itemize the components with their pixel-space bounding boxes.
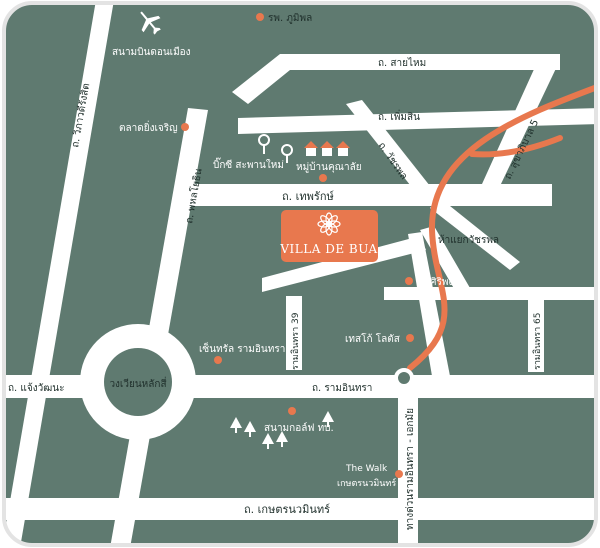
marker-village[interactable] [319, 174, 327, 182]
marker-ying-charoen-market[interactable] [181, 123, 189, 131]
label-bhumibol-hospital: รพ. ภูมิพล [268, 13, 312, 24]
road-junction-ne [430, 198, 520, 270]
label-village: หมู่บ้านคุณาลัย [296, 161, 362, 173]
label-golf-course: สนามกอล์ฟ ทบ. [264, 422, 334, 434]
label-central-ramintra: เซ็นทรัล รามอินทรา [199, 341, 285, 355]
road-junction-sw [408, 232, 450, 376]
road-ramintra39 [286, 296, 302, 370]
label-ramintra: ถ. รามอินทรา [312, 383, 372, 394]
marker-wat-siriphong[interactable] [405, 277, 413, 285]
label-chaengwattana: ถ. แจ้งวัฒนะ [8, 382, 64, 394]
label-ramintra65: รามอินทรา 65 [532, 312, 543, 370]
label-big-c-saphan-mai: บิ๊กซี สะพานใหม่ [213, 157, 284, 171]
pine-tree-icon [230, 411, 334, 449]
lak-si-roundabout-island [104, 348, 172, 416]
road-kaset-nawamin [4, 498, 596, 520]
road-phermsin [238, 108, 596, 134]
marker-tesco-lotus[interactable] [406, 334, 414, 342]
label-watcharapol-junction: ห้าแยกวัชรพล [438, 234, 499, 246]
road-watcharapol-diag [346, 100, 430, 190]
road-ramintra65 [528, 296, 544, 372]
label-don-mueang-airport: สนามบินดอนเมือง [112, 46, 191, 58]
marker-golf-course[interactable] [288, 407, 296, 415]
label-thepharak: ถ. เทพรักษ์ [282, 190, 334, 203]
marker-central-ramintra[interactable] [214, 356, 222, 364]
transit-line [407, 83, 596, 371]
marker-the-walk[interactable] [395, 470, 403, 478]
road-thepharak [190, 184, 552, 206]
label-expressway: ทางด่วนรามอินทรา - เอกมัย [405, 408, 416, 530]
airplane-icon [140, 11, 161, 35]
marker-bhumibol-hospital[interactable] [256, 13, 264, 21]
transit-line-branch [469, 135, 563, 158]
label-the-walk-area: เกษตรนวมินทร์ [337, 477, 396, 489]
markers [181, 13, 414, 478]
road-wat-siriphong [384, 287, 596, 300]
label-wat-siriphong: วัดศิริพงษ์ [418, 276, 460, 288]
label-the-walk: The Walk [345, 464, 388, 474]
label-kaset-nawamin: ถ. เกษตรนวมินทร์ [244, 503, 330, 516]
label-phermsin: ถ. เพิ่มสิน [378, 109, 420, 123]
label-saimai: ถ. สายไหม [378, 57, 426, 69]
tree-icon [258, 134, 293, 163]
label-tesco-lotus: เทสโก้ โลตัส [345, 332, 400, 345]
house-icon [304, 141, 350, 156]
brand-name: VILLA DE BUA [279, 242, 377, 256]
lotus-icon [317, 212, 341, 236]
road-junction-w [262, 236, 426, 292]
transit-terminal [394, 368, 414, 388]
label-lak-si-circle: วงเวียนหลักสี่ [109, 376, 166, 390]
road-vibhavadi [4, 3, 114, 545]
label-ying-charoen-market: ตลาดยิ่งเจริญ [119, 120, 178, 134]
road-saimai [232, 54, 560, 104]
label-ramintra39: รามอินทรา 39 [290, 312, 301, 370]
brand-badge[interactable]: VILLA DE BUA [279, 210, 378, 262]
